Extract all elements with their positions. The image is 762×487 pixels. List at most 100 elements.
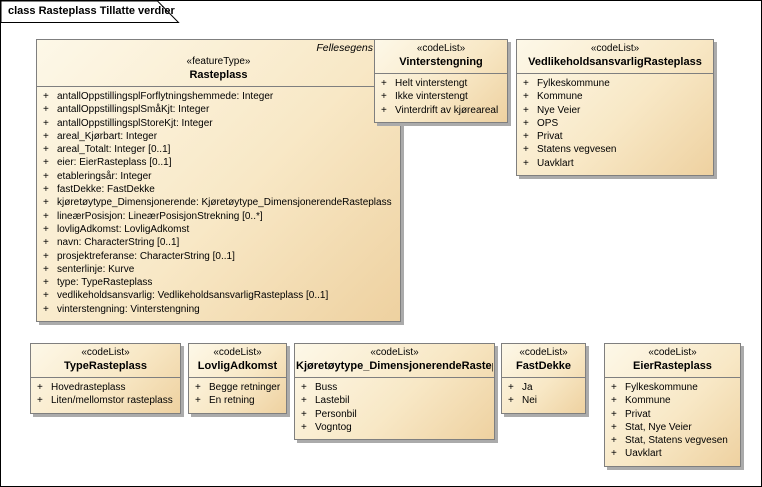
attribute-text: senterlinje: Kurve <box>57 263 135 275</box>
code-value-row: + Stat, Nye Veier <box>605 421 740 434</box>
code-value-text: Uavklart <box>625 448 662 460</box>
attribute-text: antallOppstillingsplSmåKjt: Integer <box>57 104 210 116</box>
stereotype-label: «codeList» <box>370 347 419 358</box>
attribute-row: + type: TypeRasteplass <box>37 276 400 289</box>
visibility-public-symbol: + <box>43 184 49 196</box>
class-header: «codeList» EierRasteplass <box>605 344 740 377</box>
class-name: EierRasteplass <box>633 360 712 372</box>
code-value-row: + Hovedrasteplass <box>31 381 180 394</box>
code-value-text: En retning <box>209 395 255 407</box>
attribute-row: + etableringsår: Integer <box>37 170 400 183</box>
code-value-text: Kommune <box>625 395 671 407</box>
attribute-text: fastDekke: FastDekke <box>57 184 155 196</box>
attribute-row: + vinterstengning: Vinterstengning <box>37 303 400 316</box>
visibility-public-symbol: + <box>43 290 49 302</box>
class-name: FastDekke <box>515 360 572 372</box>
code-value-text: Vinterdrift av kjøreareal <box>395 104 499 116</box>
stereotype-label: «codeList» <box>590 43 640 54</box>
attribute-text: antallOppstillingsplStoreKjt: Integer <box>57 117 213 129</box>
code-value-text: Ja <box>522 382 533 393</box>
visibility-public-symbol: + <box>381 78 387 89</box>
visibility-public-symbol: + <box>43 263 49 275</box>
attribute-row: + prosjektreferanse: CharacterString [0.… <box>37 250 400 263</box>
visibility-public-symbol: + <box>523 157 529 169</box>
visibility-public-symbol: + <box>43 144 49 156</box>
code-value-text: Personbil <box>315 408 357 420</box>
visibility-public-symbol: + <box>508 382 514 393</box>
visibility-public-symbol: + <box>611 395 617 407</box>
class-fast-dekke[interactable]: «codeList» FastDekke + Ja + Nei <box>501 343 586 414</box>
class-name: VedlikeholdsansvarligRasteplass <box>528 56 702 68</box>
code-value-row: + Ikke vinterstengt <box>375 90 507 103</box>
attribute-text: navn: CharacterString [0..1] <box>57 237 180 249</box>
code-value-row: + Privat <box>517 130 713 143</box>
visibility-public-symbol: + <box>195 395 201 407</box>
class-vedlikeholdsansvarlig-rasteplass[interactable]: «codeList» VedlikeholdsansvarligRastepla… <box>516 39 714 177</box>
code-value-text: Helt vinterstengt <box>395 78 468 89</box>
class-name: Kjøretøytype_DimensjonerendeRastepla <box>296 360 493 372</box>
visibility-public-symbol: + <box>37 395 43 407</box>
code-value-row: + Statens vegvesen <box>517 143 713 156</box>
visibility-public-symbol: + <box>523 91 529 103</box>
code-value-row: + OPS <box>517 117 713 130</box>
code-value-text: Fylkeskommune <box>625 382 698 393</box>
visibility-public-symbol: + <box>381 104 387 116</box>
visibility-public-symbol: + <box>523 144 529 156</box>
code-value-text: Statens vegvesen <box>537 144 617 156</box>
code-value-row: + En retning <box>189 394 286 407</box>
visibility-public-symbol: + <box>43 197 49 209</box>
code-value-row: + Stat, Statens vegvesen <box>605 434 740 447</box>
code-value-row: + Ja <box>502 381 585 394</box>
code-value-text: Fylkeskommune <box>537 78 610 89</box>
attribute-compartment: + Begge retninger + En retning <box>189 377 286 413</box>
code-value-row: + Nye Veier <box>517 104 713 117</box>
visibility-public-symbol: + <box>43 170 49 182</box>
class-type-rasteplass[interactable]: «codeList» TypeRasteplass + Hovedrastepl… <box>30 343 181 414</box>
attribute-text: lovligAdkomst: LovligAdkomst <box>57 223 190 235</box>
visibility-public-symbol: + <box>611 448 617 460</box>
diagram-title: class Rasteplass Tillatte verdier <box>8 5 175 17</box>
class-lovlig-adkomst[interactable]: «codeList» LovligAdkomst + Begge retning… <box>188 343 287 414</box>
class-rasteplass[interactable]: Fellesegens «featureType» Rasteplass + a… <box>36 39 401 323</box>
class-vinterstengning[interactable]: «codeList» Vinterstengning + Helt vinter… <box>374 39 508 123</box>
attribute-row: + lovligAdkomst: LovligAdkomst <box>37 223 400 236</box>
code-value-row: + Buss <box>295 381 494 394</box>
visibility-public-symbol: + <box>381 91 387 103</box>
visibility-public-symbol: + <box>523 131 529 143</box>
code-value-text: Liten/mellomstor rasteplass <box>51 395 173 407</box>
code-value-row: + Helt vinterstengt <box>375 77 507 90</box>
attribute-compartment: + Hovedrasteplass + Liten/mellomstor ras… <box>31 377 180 413</box>
attribute-row: + fastDekke: FastDekke <box>37 183 400 196</box>
attribute-compartment: + Buss + Lastebil + Personbil + Vogntog <box>295 377 494 439</box>
visibility-public-symbol: + <box>523 78 529 89</box>
attribute-row: + vedlikeholdsansvarlig: Vedlikeholdsans… <box>37 289 400 302</box>
class-eier-rasteplass[interactable]: «codeList» EierRasteplass + Fylkeskommun… <box>604 343 741 467</box>
code-value-row: + Begge retninger <box>189 381 286 394</box>
attribute-compartment: + Fylkeskommune + Kommune + Privat + Sta… <box>605 377 740 466</box>
visibility-public-symbol: + <box>43 104 49 116</box>
code-value-row: + Liten/mellomstor rasteplass <box>31 394 180 407</box>
stereotype-label: «codeList» <box>416 43 466 54</box>
visibility-public-symbol: + <box>43 130 49 142</box>
attribute-row: + lineærPosisjon: LineærPosisjonStreknin… <box>37 210 400 223</box>
attribute-row: + antallOppstillingsplSmåKjt: Integer <box>37 103 400 116</box>
stereotype-label: «codeList» <box>213 347 262 358</box>
code-value-text: OPS <box>537 117 559 129</box>
code-value-text: Begge retninger <box>209 382 281 393</box>
code-value-row: + Fylkeskommune <box>517 77 713 90</box>
visibility-public-symbol: + <box>301 382 307 393</box>
class-header: «codeList» Vinterstengning <box>375 40 507 73</box>
attribute-text: etableringsår: Integer <box>57 170 152 182</box>
attribute-text: lineærPosisjon: LineærPosisjonStrekning … <box>57 210 263 222</box>
class-kjoretoytype-dimensjonerende-rasteplass[interactable]: «codeList» Kjøretøytype_DimensjonerendeR… <box>294 343 495 441</box>
class-name: TypeRasteplass <box>64 360 147 372</box>
visibility-public-symbol: + <box>301 421 307 433</box>
code-value-text: Uavklart <box>537 157 574 169</box>
class-name: Vinterstengning <box>399 56 483 68</box>
code-value-text: Privat <box>625 408 651 420</box>
attribute-row: + navn: CharacterString [0..1] <box>37 236 400 249</box>
class-header: «codeList» LovligAdkomst <box>189 344 286 377</box>
code-value-text: Stat, Nye Veier <box>625 421 692 433</box>
attribute-row: + areal_Kjørbart: Integer <box>37 130 400 143</box>
frame-tab <box>1 1 180 23</box>
